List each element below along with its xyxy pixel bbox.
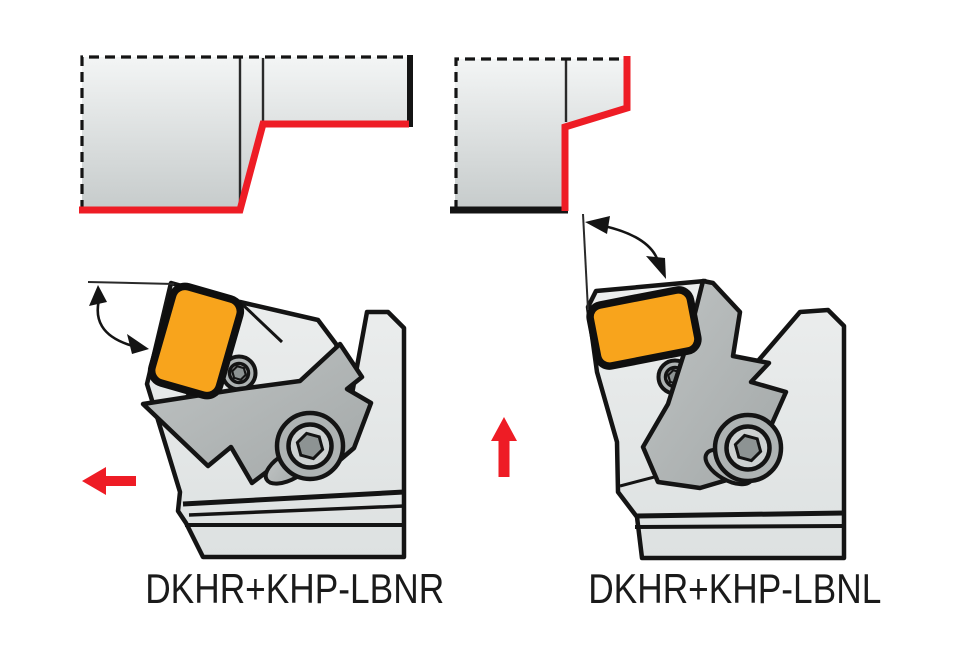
tool-label-left: DKHR+KHP-LBNR	[145, 565, 445, 612]
clamp-screw	[712, 412, 784, 484]
tool-holder-left	[82, 280, 407, 560]
arrowhead	[127, 334, 149, 354]
arrowhead	[89, 285, 107, 306]
feed-arrow-left-icon	[82, 467, 136, 495]
workpiece-profile-left	[79, 55, 413, 214]
cut-path-highlight	[79, 120, 409, 214]
shim-seam-line	[636, 510, 845, 519]
workpiece-dashed-outline	[454, 57, 627, 210]
clamp-screw	[274, 410, 346, 482]
angle-reference-line	[582, 213, 589, 311]
workpiece-body	[82, 57, 410, 210]
arrowhead	[585, 216, 610, 234]
workpiece-profile-right	[450, 56, 631, 214]
shim-seam-line	[188, 504, 405, 517]
cutting-insert	[147, 282, 245, 400]
lead-angle-arc-left-icon	[87, 281, 175, 354]
hex-socket	[230, 364, 248, 382]
angle-reference-line	[87, 281, 175, 285]
cutting-insert	[586, 286, 702, 370]
feed-arrow-up-icon	[491, 417, 517, 477]
cut-path-highlight	[561, 56, 631, 211]
tool-holder-right	[491, 213, 847, 561]
tool-label-right: DKHR+KHP-LBNL	[588, 565, 882, 612]
arrowhead	[646, 256, 666, 279]
shim-seam-line	[634, 524, 845, 529]
pocket-bevel-line	[240, 302, 284, 344]
workpiece-dashed-outline	[80, 55, 410, 210]
lead-angle-arc-right-icon	[582, 213, 666, 311]
shim-seam-line	[182, 489, 405, 507]
workpiece-body	[455, 59, 627, 210]
hex-socket	[733, 433, 763, 463]
hex-socket	[295, 431, 325, 461]
